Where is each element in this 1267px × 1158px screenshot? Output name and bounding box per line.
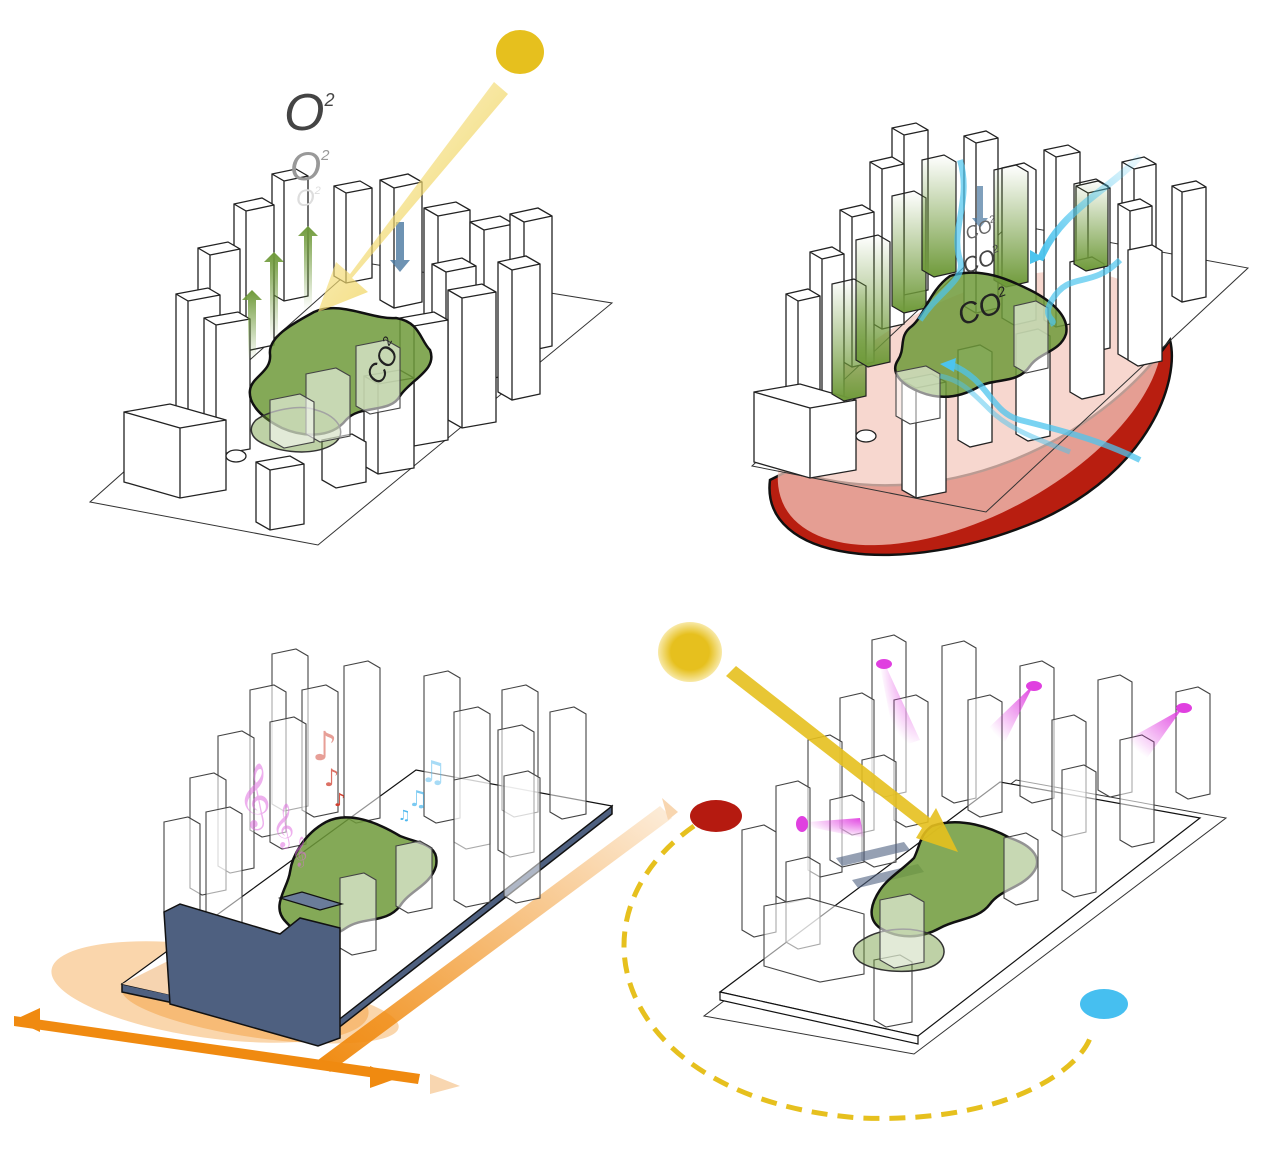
sunbeam-arrow (726, 666, 958, 852)
svg-text:♪: ♪ (334, 790, 346, 811)
panel-heat-island: CO2 CO2 CO2 (750, 122, 1250, 557)
music-treble-clef: 𝄞 (238, 763, 271, 830)
oxygen-arrows (242, 222, 410, 360)
sun-path-arc (621, 823, 1095, 1121)
buildings (741, 634, 1211, 1028)
svg-text:𝄞: 𝄞 (292, 836, 307, 868)
o2-label-small: O2 (296, 185, 321, 212)
o2-label-medium: O2 (290, 145, 330, 189)
road-arrow (14, 1016, 420, 1084)
sun-icon (658, 622, 722, 682)
svg-text:♫: ♫ (420, 755, 447, 790)
dusk-sun-icon (690, 800, 742, 832)
o2-label-large: O2 (284, 84, 334, 142)
panel-noise: 𝄞 𝄞 𝄞 ♪ ♪ ♪ ♫ ♫ ♫ (14, 648, 678, 1094)
svg-text:𝄞: 𝄞 (272, 803, 294, 849)
buildings (123, 168, 553, 531)
eye-icon (1026, 681, 1042, 691)
panel-oxygen: O2 O2 O2 CO2 (88, 30, 614, 546)
green-towers (831, 154, 1109, 402)
svg-text:♫: ♫ (408, 787, 428, 812)
sun-icon (496, 30, 544, 74)
sunbeam-arrow (318, 82, 508, 312)
view-cones (796, 659, 1192, 838)
svg-text:♪: ♪ (312, 724, 338, 770)
podium-block (163, 903, 341, 1047)
traffic-road-arrow (318, 806, 672, 1072)
eye-icon (796, 816, 808, 832)
svg-text:♪: ♪ (324, 764, 339, 792)
svg-text:♫: ♫ (398, 808, 411, 824)
panel-sun-views (621, 622, 1228, 1121)
dawn-sun-icon (1080, 989, 1128, 1019)
music-notes: 𝄞 𝄞 𝄞 ♪ ♪ ♪ ♫ ♫ ♫ (238, 724, 447, 868)
eye-icon (876, 659, 892, 669)
wind-arrows (917, 153, 1143, 463)
eye-icon (1176, 703, 1192, 713)
